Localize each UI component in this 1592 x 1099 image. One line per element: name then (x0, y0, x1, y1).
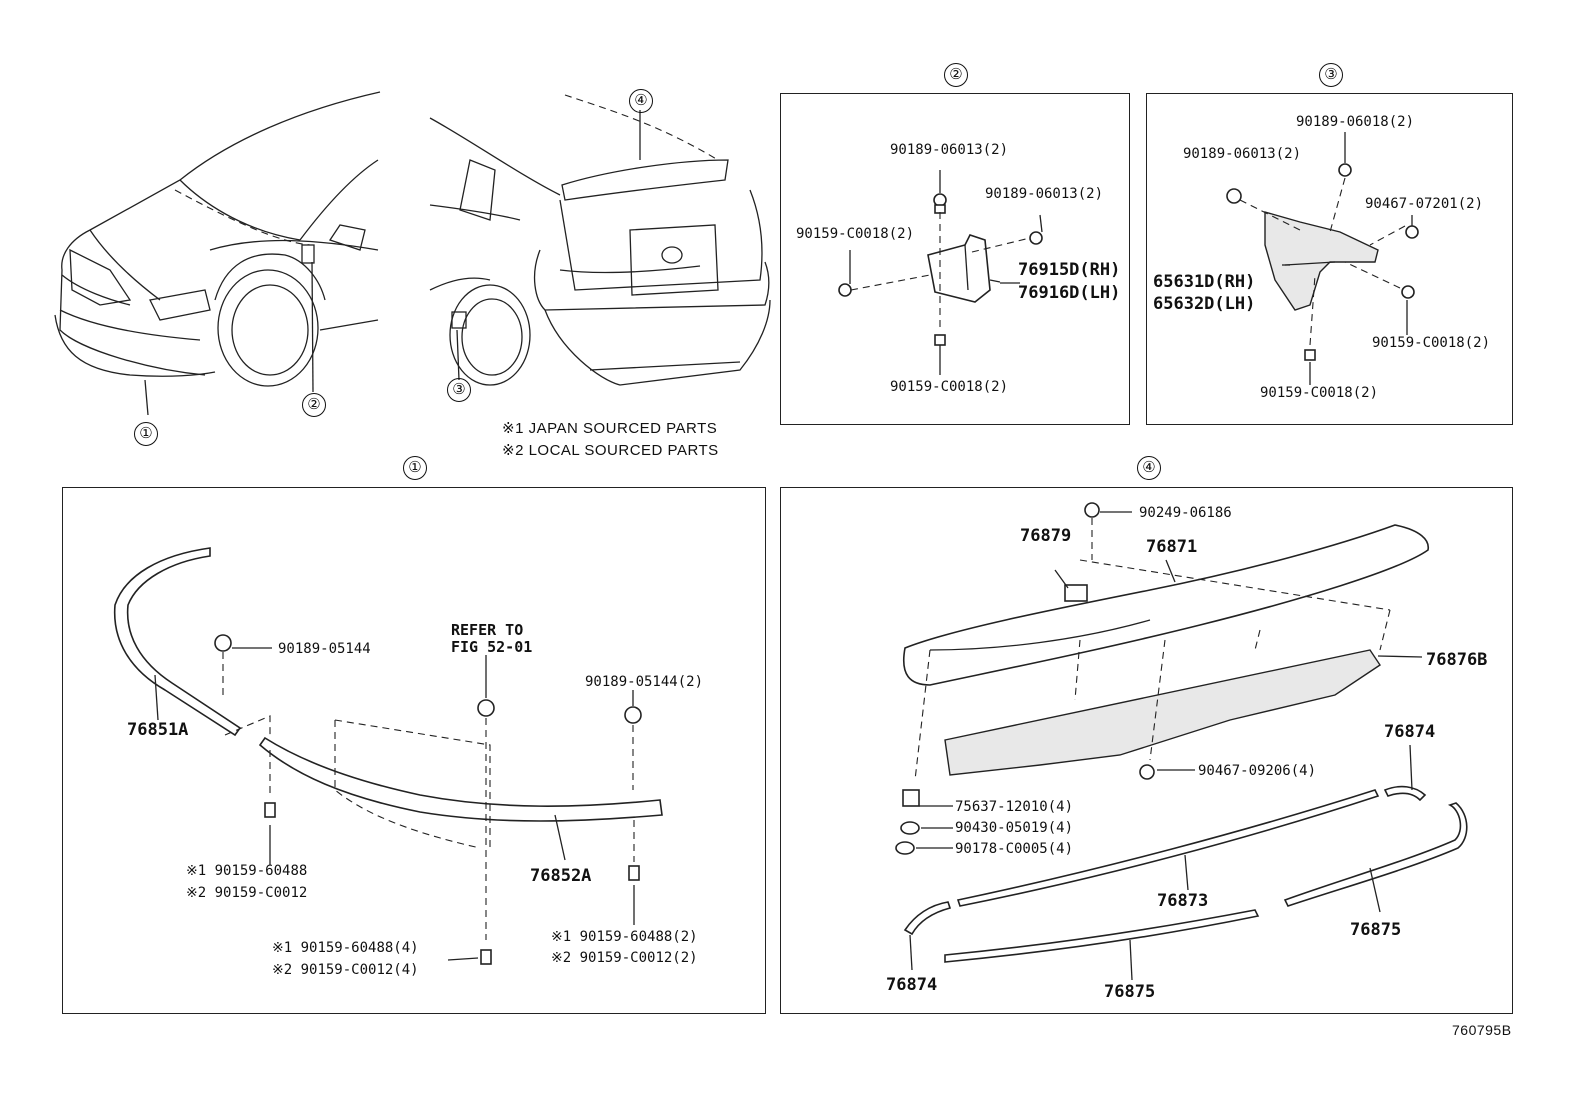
panel-4-rear-spoiler (780, 487, 1513, 1014)
callout-4-panel-title: ④ (1137, 456, 1161, 480)
panel3-mudguard-art (1226, 132, 1419, 385)
p1-screw-right-1-label: ※1 90159-60488(2) (551, 929, 698, 945)
panel-3-mudguard-rear (1146, 93, 1513, 425)
p4-washer-label: 90430-05019(4) (955, 820, 1074, 836)
p2-screw-left-label: 90159-C0018(2) (796, 226, 915, 242)
p4-bolt-top-label: 90249-06186 (1139, 505, 1232, 521)
p2-clip-top-label: 90189-06013(2) (890, 142, 1009, 158)
p1-refer-line2: FIG 52-01 (451, 638, 533, 656)
p4-clip-mid-label: 90467-09206(4) (1198, 763, 1317, 779)
panel1-spoiler-art (113, 547, 663, 965)
rear-car-illustration (429, 94, 771, 386)
callout-2-front-car: ② (302, 393, 326, 417)
p4-spoiler-label: 76871 (1146, 537, 1198, 557)
p4-bracket-label: 76876B (1426, 650, 1488, 670)
p1-refer-line1: REFER TO (451, 621, 524, 639)
p1-screw-left-2-label: ※2 90159-C0012 (186, 885, 308, 901)
p3-clip-left-label: 90189-06013(2) (1183, 146, 1302, 162)
p1-clip-left-label: 90189-05144 (278, 641, 371, 657)
callout-4-rear-car: ④ (629, 89, 653, 113)
panel4-spoiler-art (895, 502, 1468, 981)
figure-code: 760795B (1452, 1022, 1512, 1038)
p1-screw-mid-1-label: ※1 90159-60488(4) (272, 940, 419, 956)
p4-seal-right-label: 76874 (1384, 722, 1436, 742)
p4-tape-upper-label: 76873 (1157, 891, 1209, 911)
p1-left-spoiler-label: 76851A (127, 720, 189, 740)
panel2-mudguard-art (838, 170, 1043, 375)
callout-2-panel-title: ② (944, 63, 968, 87)
panel-1-front-spoiler (62, 487, 766, 1014)
front-car-illustration (54, 91, 381, 416)
p3-mudguard-lh-label: 65632D(LH) (1153, 294, 1256, 314)
p4-tape-lower-label: 76875 (1104, 982, 1156, 1002)
p3-screw-right-label: 90159-C0018(2) (1372, 335, 1491, 351)
callout-1-panel-title: ① (403, 456, 427, 480)
p3-screw-bottom-label: 90159-C0018(2) (1260, 385, 1379, 401)
p1-screw-mid-2-label: ※2 90159-C0012(4) (272, 962, 419, 978)
p2-mudguard-lh-label: 76916D(LH) (1018, 283, 1121, 303)
p1-clip-right-label: 90189-05144(2) (585, 674, 704, 690)
p4-cap-label: 76879 (1020, 526, 1072, 546)
p2-clip-right-label: 90189-06013(2) (985, 186, 1104, 202)
note-local-sourced: ※2 LOCAL SOURCED PARTS (502, 442, 719, 459)
p3-mudguard-rh-label: 65631D(RH) (1153, 272, 1256, 292)
p3-clip-right-label: 90467-07201(2) (1365, 196, 1484, 212)
note-japan-sourced: ※1 JAPAN SOURCED PARTS (502, 420, 718, 437)
p1-center-spoiler-label: 76852A (530, 866, 592, 886)
p2-screw-bottom-label: 90159-C0018(2) (890, 379, 1009, 395)
callout-3-panel-title: ③ (1319, 63, 1343, 87)
p4-tape-right-label: 76875 (1350, 920, 1402, 940)
p2-mudguard-rh-label: 76915D(RH) (1018, 260, 1121, 280)
p4-seal-left-label: 76874 (886, 975, 938, 995)
p4-clip-a-label: 75637-12010(4) (955, 799, 1074, 815)
callout-1-front-car: ① (134, 422, 158, 446)
p3-clip-top-label: 90189-06018(2) (1296, 114, 1415, 130)
panel-2-rear-mudguard-front (780, 93, 1130, 425)
callout-3-rear-car: ③ (447, 378, 471, 402)
p1-screw-right-2-label: ※2 90159-C0012(2) (551, 950, 698, 966)
p1-screw-left-1-label: ※1 90159-60488 (186, 863, 308, 879)
p4-nut-label: 90178-C0005(4) (955, 841, 1074, 857)
